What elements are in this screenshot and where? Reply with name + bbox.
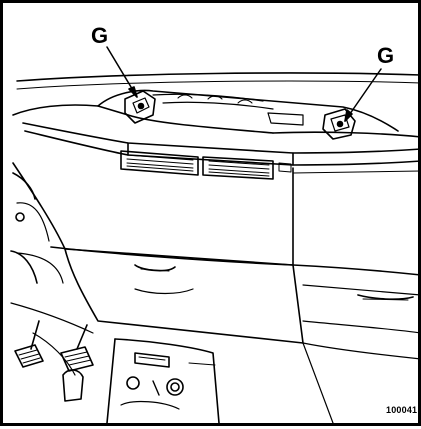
dashboard-face xyxy=(12,162,421,276)
pedals xyxy=(14,320,94,402)
dashboard-line-drawing xyxy=(10,46,421,424)
left-fixing-bracket xyxy=(124,90,156,124)
centre-console xyxy=(106,338,220,424)
dashboard-top-left xyxy=(12,104,129,116)
right-fixing-bracket xyxy=(322,108,356,140)
figure-code: 100041 xyxy=(386,405,418,415)
windscreen-edge xyxy=(16,72,421,82)
callout-label-g-right: G xyxy=(377,43,395,68)
cover-trim-bar xyxy=(22,122,421,154)
right-lower-edge xyxy=(302,342,421,360)
callout-label-g-left: G xyxy=(91,23,109,48)
left-side-panel xyxy=(10,172,38,284)
lower-dash-left xyxy=(10,302,94,334)
glovebox-panel xyxy=(64,248,304,344)
central-air-vents xyxy=(120,150,292,180)
internal-parts xyxy=(152,93,304,126)
